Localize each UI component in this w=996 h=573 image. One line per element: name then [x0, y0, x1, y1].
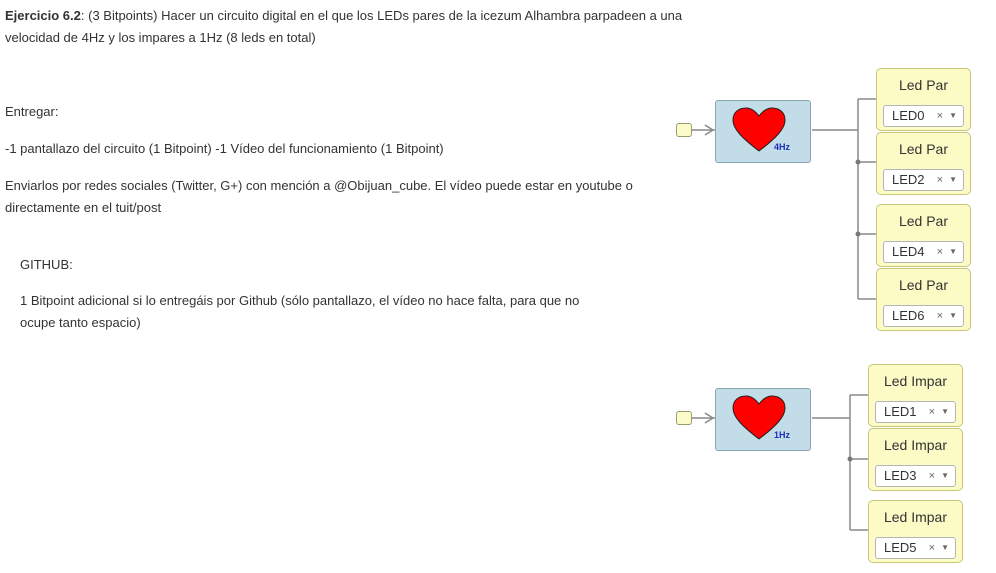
- heart-icon: [732, 107, 786, 152]
- chevron-down-icon[interactable]: ▼: [949, 247, 957, 256]
- led-block-label: Led Impar: [883, 373, 948, 389]
- led-block-label: Led Par: [898, 77, 949, 93]
- led-select-value: LED6: [892, 308, 925, 323]
- led-par-block-2[interactable]: Led Par LED2 × ▼: [876, 132, 971, 195]
- led-select-value: LED0: [892, 108, 925, 123]
- send-text-line2: directamente en el tuit/post: [5, 200, 162, 215]
- led-select-value: LED5: [884, 540, 917, 555]
- led-select[interactable]: LED1 × ▼: [875, 401, 956, 423]
- clear-icon[interactable]: ×: [936, 246, 943, 258]
- heart-block-4hz[interactable]: 4Hz: [715, 100, 811, 163]
- entregar-label: Entregar:: [5, 104, 59, 119]
- chevron-down-icon[interactable]: ▼: [941, 471, 949, 480]
- chevron-down-icon[interactable]: ▼: [949, 311, 957, 320]
- exercise-title-line1: Ejercicio 6.2: (3 Bitpoints) Hacer un ci…: [5, 5, 682, 27]
- led-par-block-6[interactable]: Led Par LED6 × ▼: [876, 268, 971, 331]
- led-select[interactable]: LED5 × ▼: [875, 537, 956, 559]
- led-block-label: Led Impar: [883, 437, 948, 453]
- exercise-title-line2: velocidad de 4Hz y los impares a 1Hz (8 …: [5, 30, 316, 45]
- clear-icon[interactable]: ×: [928, 542, 935, 554]
- led-select[interactable]: LED6 × ▼: [883, 305, 964, 327]
- chevron-down-icon[interactable]: ▼: [941, 407, 949, 416]
- frequency-label: 1Hz: [773, 430, 790, 440]
- led-par-block-4[interactable]: Led Par LED4 × ▼: [876, 204, 971, 267]
- deliverables-text: -1 pantallazo del circuito (1 Bitpoint) …: [5, 141, 444, 156]
- led-select-value: LED1: [884, 404, 917, 419]
- clear-icon[interactable]: ×: [928, 406, 935, 418]
- led-impar-block-1[interactable]: Led Impar LED1 × ▼: [868, 364, 963, 427]
- frequency-label: 4Hz: [773, 142, 790, 152]
- github-text-line2: ocupe tanto espacio): [20, 315, 141, 330]
- heart-block-1hz[interactable]: 1Hz: [715, 388, 811, 451]
- send-text-line1: Enviarlos por redes sociales (Twitter, G…: [5, 178, 633, 193]
- clear-icon[interactable]: ×: [928, 470, 935, 482]
- led-impar-block-3[interactable]: Led Impar LED3 × ▼: [868, 428, 963, 491]
- led-select[interactable]: LED3 × ▼: [875, 465, 956, 487]
- chevron-down-icon[interactable]: ▼: [949, 111, 957, 120]
- led-block-label: Led Par: [898, 277, 949, 293]
- github-heading: GITHUB:: [20, 257, 73, 272]
- led-select[interactable]: LED0 × ▼: [883, 105, 964, 127]
- led-select-value: LED3: [884, 468, 917, 483]
- chevron-down-icon[interactable]: ▼: [941, 543, 949, 552]
- clear-icon[interactable]: ×: [936, 310, 943, 322]
- input-port-bottom[interactable]: [676, 411, 692, 425]
- led-block-label: Led Par: [898, 213, 949, 229]
- github-text-line1: 1 Bitpoint adicional si lo entregáis por…: [20, 293, 580, 308]
- clear-icon[interactable]: ×: [936, 110, 943, 122]
- led-select-value: LED2: [892, 172, 925, 187]
- exercise-title-rest: : (3 Bitpoints) Hacer un circuito digita…: [80, 8, 683, 23]
- heart-icon: [732, 395, 786, 440]
- led-select-value: LED4: [892, 244, 925, 259]
- led-select[interactable]: LED2 × ▼: [883, 169, 964, 191]
- led-par-block-0[interactable]: Led Par LED0 × ▼: [876, 68, 971, 131]
- input-port-top[interactable]: [676, 123, 692, 137]
- clear-icon[interactable]: ×: [936, 174, 943, 186]
- led-select[interactable]: LED4 × ▼: [883, 241, 964, 263]
- exercise-title-bold: Ejercicio 6.2: [5, 8, 81, 23]
- led-impar-block-5[interactable]: Led Impar LED5 × ▼: [868, 500, 963, 563]
- led-block-label: Led Par: [898, 141, 949, 157]
- chevron-down-icon[interactable]: ▼: [949, 175, 957, 184]
- led-block-label: Led Impar: [883, 509, 948, 525]
